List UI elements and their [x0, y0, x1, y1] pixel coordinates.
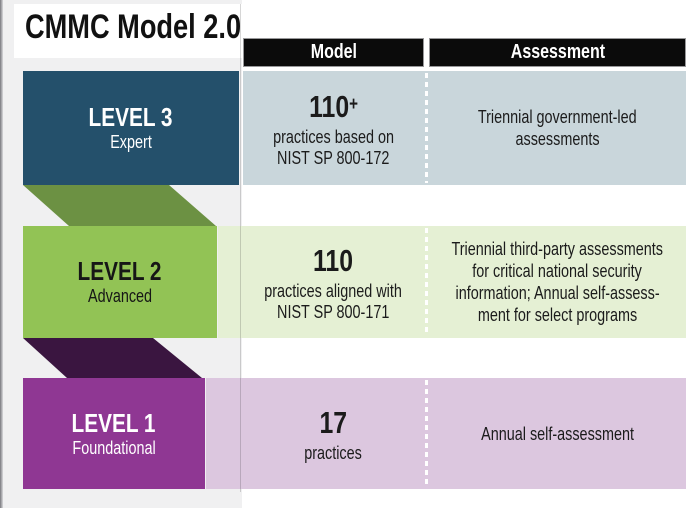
assessment-text-line: for critical national security: [472, 261, 643, 281]
column-header-assessment-label: Assessment: [510, 41, 605, 63]
assessment-text-line: Triennial third-party assessments: [451, 239, 664, 259]
assessment-text-line: assessments: [515, 129, 600, 149]
level-1-box: LEVEL 1 Foundational: [23, 378, 205, 489]
panel-edge-line: [240, 4, 241, 492]
model-text-line: practices aligned with: [264, 280, 403, 301]
assessment-text-line: information; Annual self-assess-: [455, 283, 660, 303]
assessment-cell-level1: Annual self-assessment: [429, 378, 686, 489]
level-2-sublabel: Advanced: [87, 286, 153, 306]
model-number-suffix: +: [349, 93, 358, 115]
row-band-level2: [218, 226, 686, 338]
model-number-level3: 110+: [309, 88, 358, 124]
assessment-cell-level3: Triennial government-led assessments: [429, 71, 686, 185]
model-number-level1: 17: [320, 404, 348, 440]
model-text-line: practices: [304, 442, 363, 463]
model-number-level2: 110: [313, 242, 353, 278]
row-band-level1: [206, 378, 686, 489]
level-3-sublabel: Expert: [110, 132, 152, 152]
level-3-label: LEVEL 3: [88, 102, 173, 132]
model-text-line: NIST SP 800-172: [277, 147, 390, 168]
level-3-box: LEVEL 3 Expert: [23, 71, 239, 185]
assessment-cell-level2: Triennial third-party assessments for cr…: [429, 226, 686, 338]
level-1-sublabel: Foundational: [72, 437, 156, 458]
page-title: CMMC Model 2.0: [25, 8, 242, 46]
model-cell-level2: 110 practices aligned with NIST SP 800-1…: [243, 226, 424, 338]
model-number-value: 110: [309, 88, 350, 124]
model-text-line: practices based on: [273, 126, 394, 147]
left-edge-strip: [0, 0, 3, 508]
model-cell-level3: 110+ practices based on NIST SP 800-172: [243, 71, 424, 185]
column-divider-row1: [425, 73, 428, 183]
model-number-value: 110: [313, 242, 354, 278]
column-divider-row3: [425, 380, 428, 487]
column-header-model: Model: [243, 38, 424, 67]
column-header-model-label: Model: [310, 41, 357, 63]
column-header-assessment: Assessment: [429, 38, 686, 67]
row-band-level3: [243, 71, 686, 185]
level-1-label: LEVEL 1: [71, 407, 156, 438]
model-text-line: NIST SP 800-171: [277, 301, 390, 322]
model-number-value: 17: [319, 404, 348, 440]
assessment-text-line: Triennial government-led: [478, 107, 637, 127]
model-cell-level1: 17 practices: [243, 378, 424, 489]
assessment-text-line: Annual self-assessment: [481, 423, 634, 444]
title-card: [14, 4, 242, 58]
level-2-box: LEVEL 2 Advanced: [23, 226, 217, 338]
assessment-text-line: ment for select programs: [477, 305, 638, 325]
level-2-label: LEVEL 2: [77, 256, 162, 286]
column-divider-row2: [425, 228, 428, 336]
